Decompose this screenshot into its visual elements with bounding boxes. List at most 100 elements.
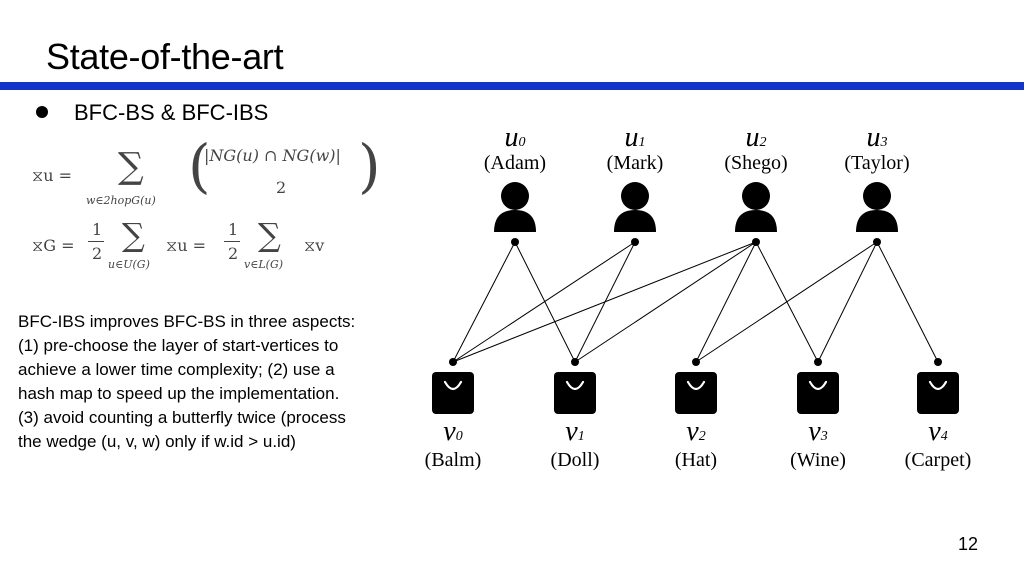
user-icon (494, 182, 536, 232)
node-dot (934, 358, 942, 366)
node-label: v1 (565, 416, 584, 447)
shopping-bag-icon (554, 372, 596, 414)
node-subscript: 2 (699, 429, 706, 444)
shopping-bag-icon (675, 372, 717, 414)
edge-u3-v2 (695, 241, 878, 363)
description-line: (3) avoid counting a butterfly twice (pr… (18, 408, 346, 427)
shopping-bag-icon (797, 372, 839, 414)
node-label: v0 (443, 416, 462, 447)
shopping-bag-icon (917, 372, 959, 414)
description-line: BFC-IBS improves BFC-BS in three aspects… (18, 312, 356, 331)
sum-term: ⧖v (304, 236, 325, 255)
lower-node: v4(Carpet) (905, 358, 972, 471)
sum-term: ⧖u = (166, 236, 207, 255)
user-body (494, 210, 536, 232)
edge-u2-v2 (695, 241, 757, 363)
node-dot (752, 238, 760, 246)
formula-lhs: ⧖u = (32, 166, 73, 185)
node-label: u1 (625, 122, 646, 153)
bag-handle (808, 380, 828, 391)
bag-body (432, 372, 474, 414)
user-head (742, 182, 770, 210)
user-icon (735, 182, 777, 232)
bag-body (675, 372, 717, 414)
title-divider (0, 82, 1024, 90)
sum-subscript: w∈2hopG(u) (86, 194, 156, 207)
edge-u3-v4 (876, 241, 939, 363)
node-subscript: 3 (820, 429, 828, 444)
lower-node: v0(Balm) (425, 358, 481, 471)
lower-node: v1(Doll) (551, 358, 600, 471)
node-label: v2 (686, 416, 705, 447)
bag-handle (928, 380, 948, 391)
node-dot (631, 238, 639, 246)
edge-u0-v1 (514, 241, 576, 363)
upper-node: u0(Adam) (484, 122, 546, 246)
sum-subscript: v∈L(G) (244, 258, 284, 271)
binomial-top: |NG(u) ∩ NG(w)| (204, 146, 341, 165)
user-body (856, 210, 898, 232)
bag-body (917, 372, 959, 414)
node-name: (Wine) (790, 449, 846, 471)
node-dot (571, 358, 579, 366)
user-head (621, 182, 649, 210)
edge-u1-v0 (452, 241, 636, 363)
lower-node: v2(Hat) (675, 358, 717, 471)
edge-u2-v1 (574, 241, 757, 363)
node-subscript: 1 (639, 135, 646, 150)
bag-body (554, 372, 596, 414)
edge-u0-v0 (452, 241, 516, 363)
node-label: v4 (928, 416, 947, 447)
node-label: u2 (746, 122, 767, 153)
formula-butterfly-u: ⧖u = ∑ w∈2hopG(u) ( |NG(u) ∩ NG(w)| 2 ) (28, 132, 388, 216)
sum-subscript: u∈U(G) (108, 258, 150, 271)
fraction-numerator: 1 (228, 220, 239, 239)
node-name: (Taylor) (844, 152, 909, 174)
fraction-bar (224, 241, 240, 242)
bullet-text: BFC-BS & BFC-IBS (74, 100, 269, 125)
shopping-bag-icon (432, 372, 474, 414)
page-number: 12 (958, 534, 979, 554)
node-dot (449, 358, 457, 366)
sum-sign: ∑ (118, 146, 144, 187)
fraction-numerator: 1 (92, 220, 103, 239)
fraction-bar (88, 241, 104, 242)
binomial-open-paren: ( (188, 132, 211, 200)
user-body (614, 210, 656, 232)
node-dot (814, 358, 822, 366)
bag-handle (443, 380, 463, 391)
user-icon (856, 182, 898, 232)
node-label: v3 (808, 416, 827, 447)
node-label: u0 (505, 122, 526, 153)
bag-handle (565, 380, 585, 391)
upper-node: u1(Mark) (607, 122, 664, 246)
node-subscript: 3 (880, 135, 888, 150)
description-line: (1) pre-choose the layer of start-vertic… (18, 336, 339, 355)
formula-butterfly-g: ⧖G = 1 2 ∑ u∈U(G) ⧖u = 1 2 ∑ v∈L(G) ⧖v (28, 216, 388, 280)
node-subscript: 0 (519, 135, 526, 150)
node-subscript: 0 (456, 429, 463, 444)
lower-node: v3(Wine) (790, 358, 846, 471)
bag-handle (686, 380, 706, 391)
node-name: (Hat) (675, 449, 717, 471)
binomial-close-paren: ) (358, 132, 381, 200)
node-name: (Mark) (607, 152, 664, 174)
description-line: achieve a lower time complexity; (2) use… (18, 360, 335, 379)
upper-node: u2(Shego) (724, 122, 788, 246)
bullet-icon (36, 106, 48, 118)
edge-u2-v0 (452, 241, 757, 363)
node-dot (692, 358, 700, 366)
user-body (735, 210, 777, 232)
binomial-bottom: 2 (276, 178, 287, 197)
node-name: (Shego) (724, 152, 787, 174)
fraction-denominator: 2 (228, 244, 239, 263)
node-dot (511, 238, 519, 246)
node-name: (Carpet) (905, 449, 972, 471)
node-name: (Doll) (551, 449, 600, 471)
node-subscript: 2 (760, 135, 767, 150)
node-dot (873, 238, 881, 246)
node-subscript: 4 (941, 429, 948, 444)
slide-title: State-of-the-art (46, 36, 284, 77)
description-line: the wedge (u, v, w) only if w.id > u.id) (18, 432, 296, 451)
